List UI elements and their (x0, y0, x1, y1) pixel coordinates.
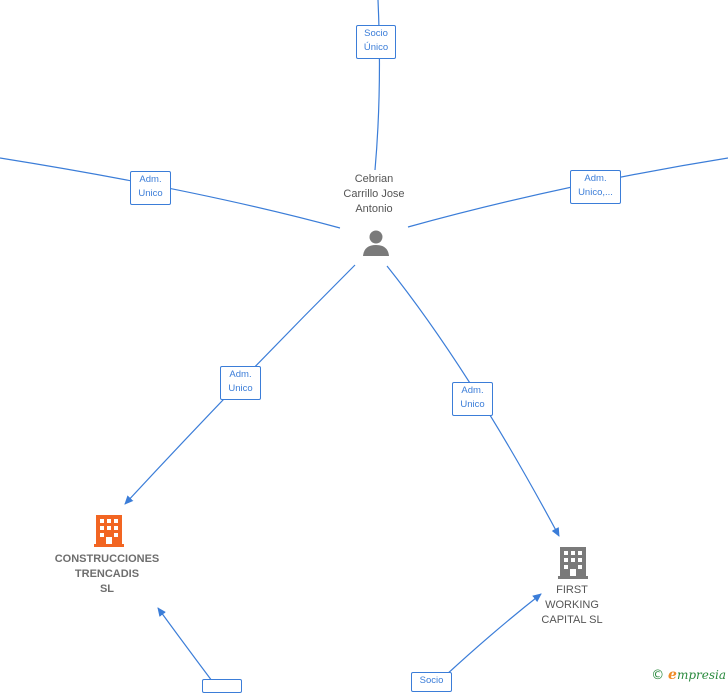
company-name-first-working-line2: WORKING (545, 599, 599, 611)
edge-left (0, 157, 341, 229)
edge-label-left[interactable]: Adm. Unico (130, 171, 171, 205)
edge-label-to-right-company-line2: Unico (460, 399, 485, 410)
company-name-first-working-line1: FIRST (556, 584, 588, 596)
company-name-construcciones[interactable]: CONSTRUCCIONES TRENCADIS SL (40, 552, 174, 597)
person-name-line3: Antonio (355, 203, 393, 215)
edge-label-to-left-company[interactable]: Adm. Unico (220, 366, 261, 400)
empresia-watermark: © empresia (651, 667, 726, 683)
building-icon-construcciones[interactable] (94, 513, 124, 547)
edge-label-top-line2: Único (363, 42, 389, 53)
company-name-construcciones-line3: SL (99, 583, 115, 595)
company-name-construcciones-line2: TRENCADIS (74, 568, 140, 580)
edge-label-to-left-company-line2: Unico (228, 383, 253, 394)
edge-label-right-line2: Unico,... (578, 187, 613, 198)
person-icon[interactable] (361, 228, 391, 258)
copyright-symbol: © (651, 668, 665, 683)
edge-label-top-line1: Socio (364, 28, 388, 39)
edge-label-bottom-right[interactable]: Socio (411, 672, 452, 692)
company-name-first-working[interactable]: FIRST WORKING CAPITAL SL (522, 583, 622, 628)
edge-label-bottom-right-line1: Socio (419, 675, 444, 686)
edge-label-top[interactable]: Socio Único (356, 25, 396, 59)
edge-label-to-left-company-line1: Adm. (229, 369, 252, 380)
company-name-construcciones-line1: CONSTRUCCIONES (54, 553, 160, 565)
edge-label-left-line1: Adm. (139, 174, 162, 185)
company-name-first-working-line3: CAPITAL SL (541, 614, 603, 626)
edge-label-bottom-left[interactable] (202, 679, 242, 693)
edge-label-left-line2: Unico (138, 188, 163, 199)
edge-label-right[interactable]: Adm. Unico,... (570, 170, 621, 204)
edge-label-to-right-company-line1: Adm. (461, 385, 484, 396)
person-name-line2: Carrillo Jose (343, 188, 405, 200)
edge-bottom-left (157, 607, 216, 685)
edge-top (374, 0, 381, 171)
brand-name: mpresia (676, 668, 726, 682)
person-name[interactable]: Cebrian Carrillo Jose Antonio (318, 172, 430, 217)
edge-bottom-right (444, 593, 542, 677)
edge-label-right-line1: Adm. (584, 173, 607, 184)
edge-label-to-right-company[interactable]: Adm. Unico (452, 382, 493, 416)
person-name-line1: Cebrian (354, 173, 394, 185)
edge-right (407, 157, 728, 228)
building-icon-first-working[interactable] (558, 545, 588, 579)
brand-initial: e (668, 667, 677, 683)
